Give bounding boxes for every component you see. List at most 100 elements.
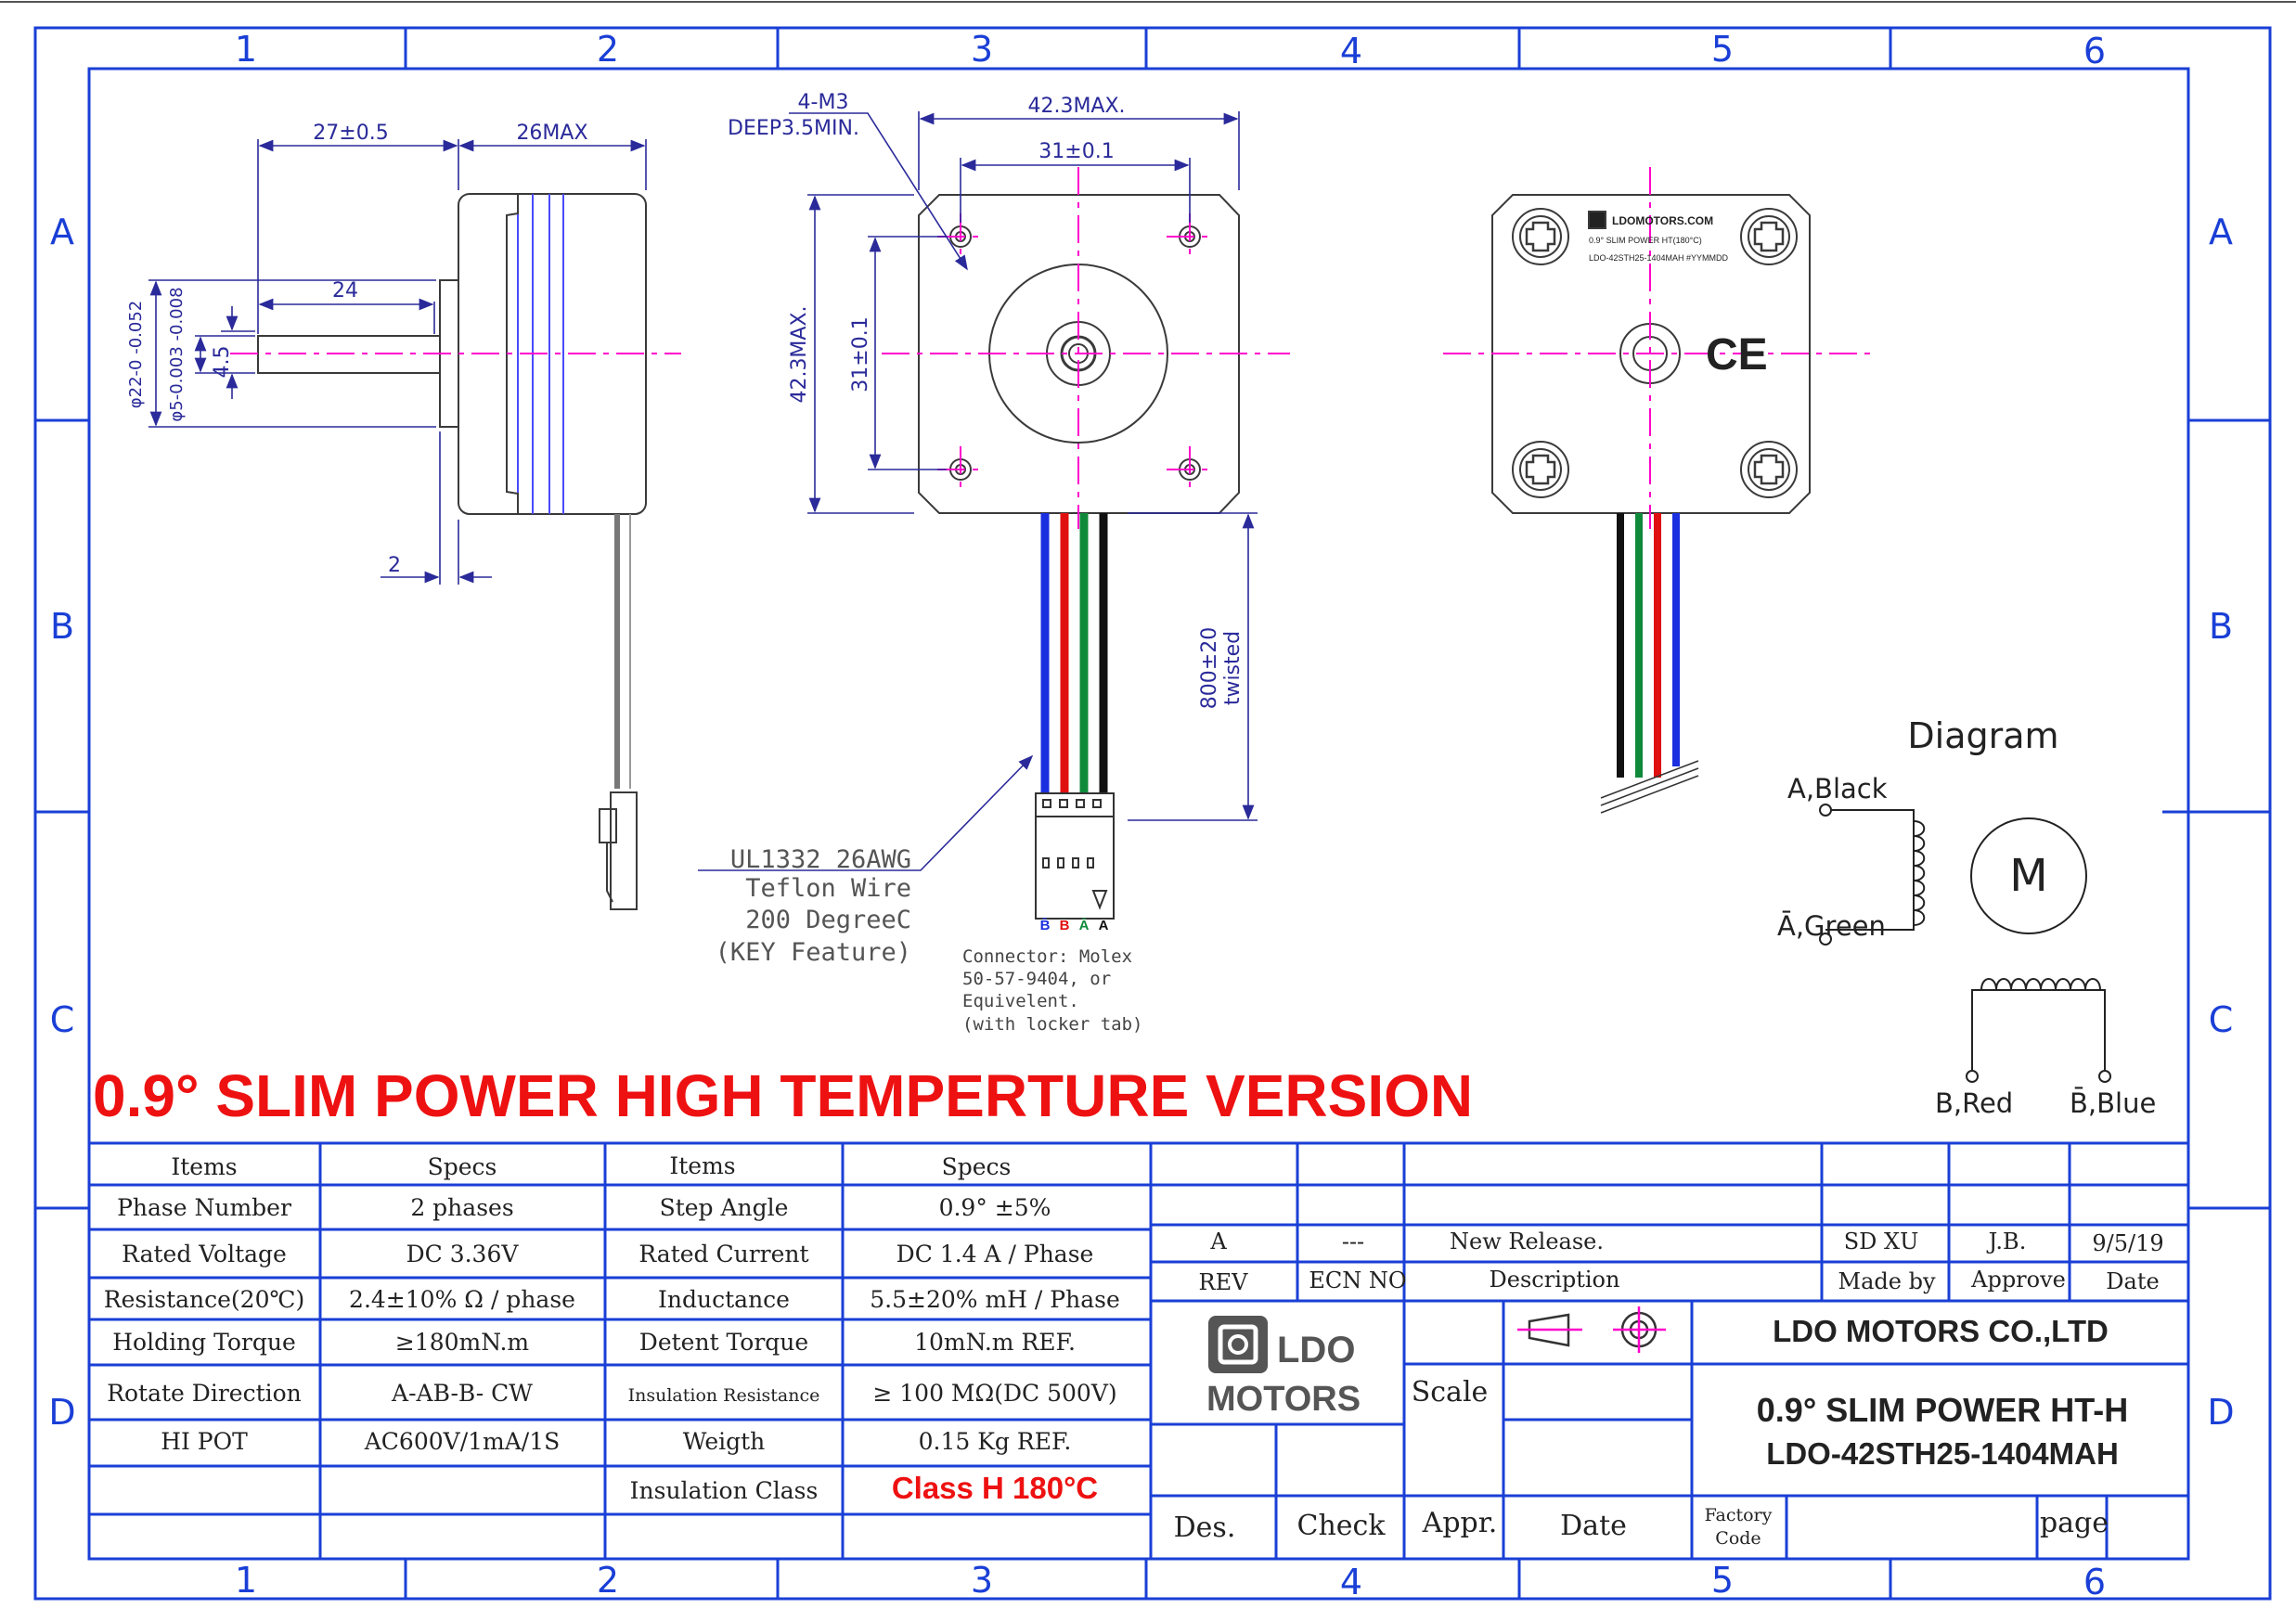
grid-row-c-right: C [2209, 999, 2234, 1040]
description-value: New Release. [1450, 1229, 1604, 1254]
spec-cell: Rated Voltage [122, 1241, 287, 1267]
dim-31-height: 31±0.1 [849, 316, 872, 392]
grid-col-2-top: 2 [597, 29, 619, 70]
spec-cell: 0.15 Kg REF. [919, 1428, 1072, 1455]
spec-header-specs-1: Specs [428, 1153, 497, 1180]
hole-note-m3: 4-M3 [798, 91, 849, 114]
grid-col-1-top: 1 [235, 29, 257, 70]
description-header: Description [1490, 1267, 1620, 1293]
pin-label-a-bar: Ā [1079, 918, 1090, 933]
grid-col-5-bottom: 5 [1711, 1560, 1734, 1601]
spec-header-items-2: Items [669, 1152, 735, 1179]
approve-header: Approve [1970, 1267, 2066, 1293]
spec-cell: Step Angle [660, 1194, 789, 1221]
dim-4-5: 4.5 [211, 346, 234, 379]
made-by-value: SD XU [1844, 1229, 1919, 1254]
grid-row-d-left: D [48, 1392, 75, 1433]
spec-cell: Class H 180°C [892, 1471, 1098, 1505]
side-view-dimensions [148, 139, 647, 585]
diagram-a-black: A,Black [1787, 773, 1888, 804]
grid-col-4-top: 4 [1340, 31, 1362, 71]
dim-boss-diameter: φ22-0 -0.052 [126, 301, 146, 408]
diagram-b-blue: B̄,Blue [2070, 1087, 2156, 1119]
spec-cell: A-AB-B- CW [391, 1380, 533, 1407]
part-number: LDO-42STH25-1404MAH [1766, 1436, 2119, 1471]
product-name: 0.9° SLIM POWER HT-H [1757, 1391, 2128, 1429]
wire-twisted: twisted [1221, 631, 1245, 705]
wire-spec-awg: UL1332 26AWG [730, 845, 911, 874]
grid-row-a-right: A [2209, 212, 2233, 252]
spec-cell: Phase Number [117, 1194, 291, 1221]
label-line-1: 0.9° SLIM POWER HT(180°C) [1589, 236, 1702, 245]
spec-header-items-1: Items [171, 1153, 237, 1180]
spec-cell: Holding Torque [112, 1329, 296, 1356]
made-by-header: Made by [1838, 1268, 1936, 1294]
spec-cell: ≥180mN.m [395, 1329, 530, 1356]
grid-col-1-bottom: 1 [235, 1560, 257, 1601]
dim-31-width: 31±0.1 [1038, 140, 1114, 163]
sign-appr: Appr. [1422, 1507, 1498, 1539]
front-view-dimensions [698, 111, 1258, 871]
grid-col-3-top: 3 [971, 29, 993, 70]
dim-27: 27±0.5 [313, 122, 388, 145]
pin-label-a: A [1099, 918, 1109, 933]
grid-row-b-right: B [2209, 606, 2233, 647]
spec-table-grid [89, 1141, 2188, 1559]
diagram-a-green: Ā,Green [1777, 910, 1886, 942]
spec-cell: 10mN.m REF. [914, 1329, 1076, 1356]
ecn-header: ECN NO [1309, 1267, 1406, 1293]
spec-cell: DC 1.4 A / Phase [896, 1241, 1094, 1267]
grid-col-3-bottom: 3 [971, 1560, 993, 1601]
spec-cell: HI POT [161, 1428, 248, 1455]
label-view [1491, 194, 1811, 514]
spec-cell: ≥ 100 MΩ(DC 500V) [872, 1380, 1116, 1407]
spec-cell: Resistance(20℃) [104, 1286, 304, 1313]
label-view-centerlines [1443, 167, 1870, 529]
rev-value: A [1209, 1229, 1227, 1254]
label-line-2: LDO-42STH25-1404MAH #YYMMDD [1589, 253, 1729, 263]
grid-row-a-left: A [50, 212, 74, 252]
dim-2: 2 [388, 554, 401, 577]
grid-top-dividers [35, 28, 2270, 1599]
wire-spec-teflon: Teflon Wire [745, 874, 911, 903]
title-block-grid [1151, 1143, 2188, 1559]
grid-row-d-right: D [2207, 1392, 2234, 1433]
connector-note-3: Equivelent. [962, 991, 1079, 1011]
connector-note-4: (with locker tab) [962, 1014, 1142, 1035]
spec-cell: Detent Torque [639, 1329, 808, 1356]
ecn-value: --- [1342, 1229, 1364, 1254]
connector [1035, 792, 1115, 920]
date-header: Date [2106, 1268, 2159, 1294]
side-view [257, 193, 647, 910]
connector-note-2: 50-57-9404, or [962, 969, 1111, 989]
logo-text-motors: MOTORS [1206, 1380, 1361, 1419]
wire-spec-temp: 200 DegreeC [745, 906, 911, 934]
spec-cell: 5.5±20% mH / Phase [870, 1286, 1120, 1313]
projection-symbol-icon [1517, 1306, 1666, 1353]
pin-label-b-bar: B̄ [1040, 917, 1051, 933]
spec-cell: 2 phases [410, 1194, 513, 1221]
grid-col-4-bottom: 4 [1340, 1562, 1362, 1602]
grid-row-c-left: C [50, 999, 75, 1040]
spec-cell: Inductance [658, 1286, 790, 1313]
grid-col-5-top: 5 [1711, 29, 1734, 70]
spec-cell: 2.4±10% Ω / phase [349, 1286, 575, 1313]
spec-header-specs-2: Specs [942, 1153, 1012, 1180]
spec-cell: Insulation Class [630, 1477, 819, 1504]
ldo-logo: LDO MOTORS [1206, 1316, 1361, 1419]
motor-symbol: M [2009, 850, 2047, 902]
dim-42-3-height: 42.3MAX. [788, 305, 811, 403]
spec-cell: Rated Current [638, 1241, 808, 1267]
spec-cell: DC 3.36V [406, 1241, 520, 1267]
pin-label-b: B [1060, 918, 1070, 933]
label-site: LDOMOTORS.COM [1612, 214, 1713, 227]
wiring-diagram [1819, 804, 2111, 1083]
factory-code-label-1: Factory [1705, 1505, 1773, 1525]
label-view-wires [1617, 513, 1680, 778]
company-name: LDO MOTORS CO.,LTD [1773, 1314, 2109, 1348]
wire-break-lines [1600, 760, 1699, 814]
grid-col-2-bottom: 2 [597, 1560, 619, 1601]
hole-note-depth: DEEP3.5MIN. [728, 117, 859, 140]
